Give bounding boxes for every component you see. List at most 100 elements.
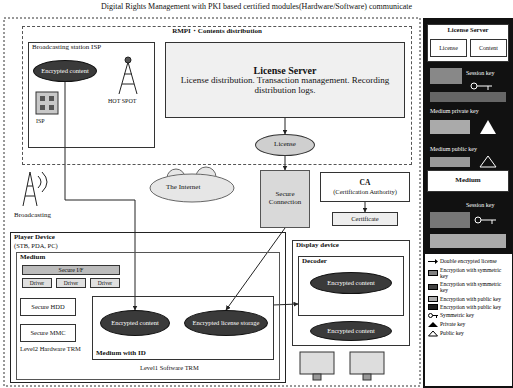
legend-text: Encryption with public key (440, 296, 501, 302)
diagram-title: Digital Rights Management with PKI based… (0, 3, 513, 12)
node-heading: Display device (296, 242, 406, 250)
driver-box: Driver (22, 278, 52, 288)
driver-box: Driver (90, 278, 120, 288)
connector (285, 118, 286, 134)
broadcast-antenna (23, 172, 47, 206)
display-monitors (300, 352, 384, 380)
key-diagram-part (480, 120, 496, 134)
license-box: License (430, 39, 467, 57)
broadcast-antenna-part (23, 172, 37, 206)
key-label-wrap: Medium public key (430, 146, 510, 153)
encrypted-license-storage: Encrypted license storage (184, 310, 268, 336)
key-diagram-part (430, 212, 470, 228)
isp-building-part (36, 92, 58, 114)
node-heading: RMPI・Contents distribution (26, 28, 408, 36)
legend: Double encrypted licenseEncryption with … (428, 258, 510, 339)
legend-key (433, 315, 439, 318)
connector (226, 228, 285, 310)
node-heading: Encrypted license storage (191, 319, 261, 326)
trm-label-wrap: Level2 Hardware TRM (20, 345, 86, 352)
node-heading: Secure I/F (25, 267, 117, 274)
display-monitors-part (313, 374, 321, 380)
trm-label-wrap: Level1 Software TRM (140, 364, 199, 371)
isp-building-part (49, 96, 54, 101)
key-label-wrap: Medium private key (430, 108, 510, 115)
key-diagram-part (430, 92, 506, 102)
medium-with-id-box: Medium with IDEncrypted contentEncrypted… (92, 296, 274, 360)
content-box: Content (470, 39, 507, 57)
node-heading: Driver (92, 280, 118, 286)
outer-frame (4, 18, 420, 386)
internet-label-wrap: The Internet (166, 184, 200, 192)
legend-text: Encryption with symmetric key (440, 267, 510, 279)
hotspot-tower-part (125, 57, 131, 63)
legend-symbol (428, 321, 438, 328)
internet-cloud (150, 167, 234, 202)
node-heading: Medium (20, 254, 276, 262)
connector (285, 156, 286, 170)
isp-label: ISP (36, 118, 45, 125)
legend-row: Encryption with public key (428, 296, 510, 302)
display-monitors-part (363, 374, 371, 380)
key-diagram-part (430, 120, 470, 134)
ca-box: CA(Certification Authority) (320, 172, 410, 202)
node-heading: Encrypted content (107, 319, 163, 326)
panel-license-server: License ServerLicenseContent (427, 24, 509, 62)
legend-ground (425, 254, 512, 386)
encrypted-content: Encrypted content (310, 321, 392, 341)
isp-building-part (40, 96, 45, 101)
legend-symbol (428, 312, 438, 319)
node-heading: License (432, 45, 465, 52)
node-heading: Secure HDD (24, 303, 72, 310)
node-text: (STB, PDA, PC) (14, 242, 282, 249)
legend-row: Public key (428, 330, 510, 337)
node-text: (Certification Authority) (324, 188, 406, 195)
node-heading: Broadcasting station ISP (32, 44, 151, 52)
legend-row: Private key (428, 321, 510, 328)
legend-row: Symmetric key (428, 312, 510, 319)
legend-private-key (428, 322, 438, 327)
key-diagram-part (471, 83, 477, 89)
encrypted-content: Encrypted content (100, 310, 170, 336)
key-diagram-part (475, 217, 481, 223)
legend-symbol (428, 330, 438, 337)
key-diagram-part (477, 86, 492, 90)
connector (274, 304, 298, 306)
node-heading: License Server (174, 65, 396, 76)
key-label: Session key (466, 70, 510, 77)
hotspot-label: HOT SPOT (108, 98, 136, 105)
legend-arrow (435, 259, 438, 264)
encrypted-content: Encrypted content (33, 60, 97, 82)
legend-swatch (428, 296, 438, 302)
legend-ground-part (425, 254, 512, 386)
region-box: RMPI・Contents distributionBroadcasting s… (22, 26, 412, 165)
internet-label: The Internet (166, 184, 200, 192)
node-heading: Secure MMC (24, 329, 72, 336)
connector (65, 82, 135, 310)
key-diagram-part (481, 220, 496, 224)
node-heading: Content (472, 45, 505, 52)
broadcast-label: Broadcasting (14, 212, 51, 220)
node-heading: License (259, 141, 311, 149)
legend-swatch (428, 304, 438, 310)
outer-frame-part (4, 18, 420, 386)
connector (365, 202, 366, 212)
secure-connection-band: Secure Connection (260, 170, 310, 228)
node-heading: Player Device (14, 234, 282, 242)
legend-text: Encryption with symmetric key (440, 281, 510, 293)
internet-cloud-part (154, 175, 230, 197)
legend-public-key (429, 331, 438, 336)
isp-building (36, 92, 58, 114)
node-heading: Medium (431, 177, 505, 185)
isp-building-part (40, 105, 45, 110)
key-label-wrap: Session key (466, 70, 510, 77)
key-label-wrap: Session key (466, 202, 510, 209)
legend-row: Encryption with symmetric key (428, 267, 510, 279)
hotspot-tower (119, 57, 137, 94)
legend-text: Double encrypted license (440, 258, 497, 264)
hotspot-label-wrap: HOT SPOT (108, 98, 136, 105)
secure-hdd-box: Secure HDD (20, 298, 76, 316)
isp-label-wrap: ISP (36, 118, 45, 125)
decoder-box: DecoderEncrypted content (298, 256, 404, 316)
